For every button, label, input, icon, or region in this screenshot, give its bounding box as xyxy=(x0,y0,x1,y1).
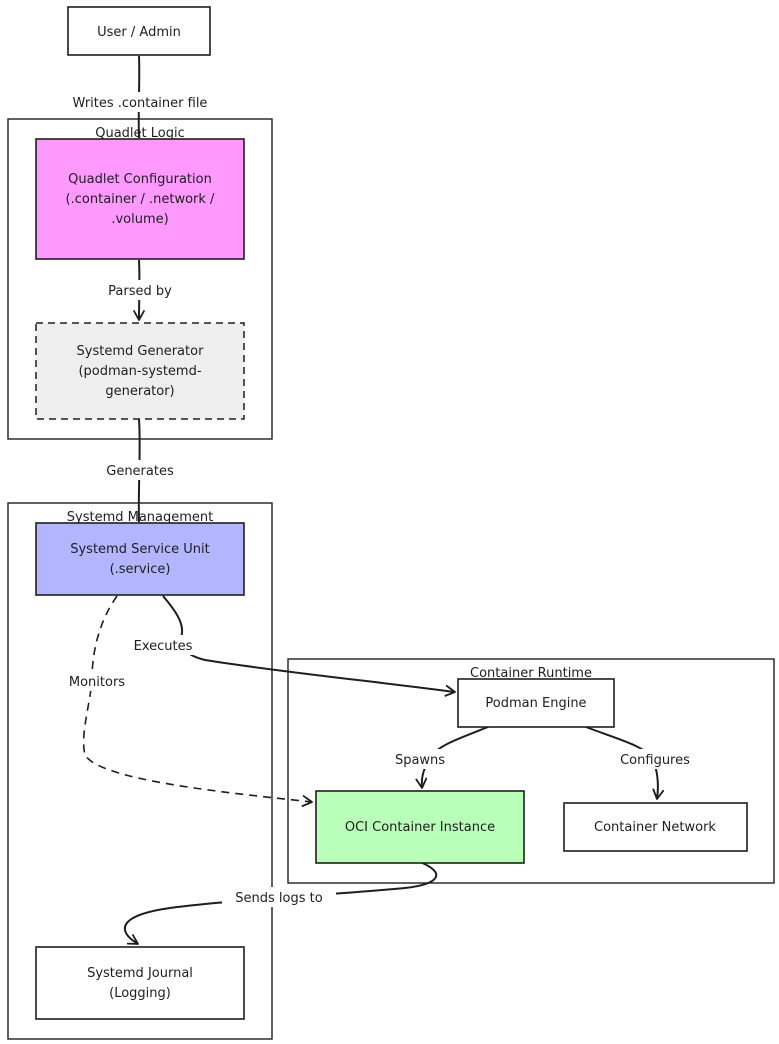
node-oci-container-label: OCI Container Instance xyxy=(345,820,495,835)
group-systemd-management: Systemd Management xyxy=(7,502,273,1040)
edge-label-configures: Configures xyxy=(612,749,698,769)
group-container-runtime-title: Container Runtime xyxy=(470,666,592,681)
group-container-runtime: Container Runtime xyxy=(287,658,775,884)
edge-label-writes-text: Writes .container file xyxy=(73,96,208,111)
node-systemd-generator-line1: Systemd Generator xyxy=(77,344,205,359)
edge-label-parsed-by: Parsed by xyxy=(98,280,182,300)
group-quadlet-logic-title: Quadlet Logic xyxy=(95,126,185,141)
node-oci-container: OCI Container Instance xyxy=(315,790,525,864)
edge-label-configures-text: Configures xyxy=(620,753,690,768)
edge-label-monitors-text: Monitors xyxy=(69,675,125,690)
node-systemd-generator-line2: (podman-systemd- xyxy=(78,364,201,379)
node-journal-line2: (Logging) xyxy=(109,986,171,1001)
node-container-network-label: Container Network xyxy=(594,820,716,835)
edge-label-executes-text: Executes xyxy=(134,639,193,654)
node-quadlet-config-line2: (.container / .network / xyxy=(66,192,216,207)
edge-label-generates-text: Generates xyxy=(106,464,174,479)
group-systemd-management-title: Systemd Management xyxy=(67,510,214,525)
node-podman-engine: Podman Engine xyxy=(457,678,615,728)
edge-label-spawns: Spawns xyxy=(388,749,452,769)
edge-label-executes: Executes xyxy=(124,635,202,655)
node-quadlet-config-line3: .volume) xyxy=(111,212,168,227)
edge-label-spawns-text: Spawns xyxy=(395,753,445,768)
edge-label-sends-logs-text: Sends logs to xyxy=(235,891,322,906)
node-systemd-generator: Systemd Generator (podman-systemd- gener… xyxy=(35,322,245,420)
node-service-unit-line2: (.service) xyxy=(110,562,171,577)
node-quadlet-config: Quadlet Configuration (.container / .net… xyxy=(35,138,245,260)
node-systemd-generator-line3: generator) xyxy=(105,384,174,399)
edge-label-writes: Writes .container file xyxy=(56,92,224,112)
node-journal-line1: Systemd Journal xyxy=(87,966,193,981)
edge-executes xyxy=(162,595,456,697)
node-service-unit: Systemd Service Unit (.service) xyxy=(35,522,245,596)
node-quadlet-config-line1: Quadlet Configuration xyxy=(68,172,212,187)
edge-label-monitors: Monitors xyxy=(60,671,134,691)
node-journal: Systemd Journal (Logging) xyxy=(35,946,245,1020)
edge-label-generates: Generates xyxy=(98,460,182,480)
node-user-admin-label: User / Admin xyxy=(97,25,181,40)
edge-monitors xyxy=(82,595,313,807)
node-podman-engine-label: Podman Engine xyxy=(485,696,586,711)
node-user-admin: User / Admin xyxy=(67,6,211,56)
edge-label-sends-logs: Sends logs to xyxy=(222,887,336,907)
node-service-unit-line1: Systemd Service Unit xyxy=(70,542,210,557)
edge-label-parsed-by-text: Parsed by xyxy=(108,284,172,299)
node-container-network: Container Network xyxy=(563,802,748,852)
